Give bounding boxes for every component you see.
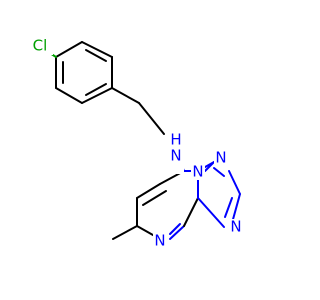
amine-nitrogen-label: N: [170, 147, 181, 165]
ring-bond: [55, 41, 83, 58]
triazole-double-bond: [213, 167, 225, 177]
aromatic-bond: [85, 83, 107, 96]
amine-hydrogen-label: H: [170, 131, 181, 149]
triazole-n-top-mask: [214, 150, 228, 166]
double-bond: [169, 223, 181, 235]
pyrimidine-bond: [136, 183, 161, 199]
structure-diagram: Cl N H N N N N: [29, 36, 243, 250]
triazole-right-nitrogen-label: N: [230, 218, 241, 236]
ethyl-bond: [111, 87, 140, 104]
ring-bond: [55, 87, 83, 104]
molecule-canvas: Cl N H N N N N: [29, 36, 243, 250]
double-bond: [142, 190, 167, 206]
aromatic-bond: [85, 49, 107, 62]
chlorine-label: Cl: [33, 37, 48, 55]
chlorine-mask: [29, 37, 53, 55]
ethyl-bond: [138, 102, 165, 135]
triazole-double-bond: [224, 197, 233, 218]
pyrimidine-n-mask: [153, 233, 167, 249]
pyrimidine-nitrogen-label: N: [154, 232, 165, 250]
ring-bond: [81, 87, 113, 104]
triazole-bond: [204, 161, 215, 172]
pyrimidine-bond: [169, 225, 185, 240]
triazole-bond: [231, 193, 241, 224]
ring-bond: [81, 41, 113, 58]
triazole-bond: [228, 170, 241, 195]
triazole-n-right-mask: [229, 219, 243, 235]
pyrimidine-bond: [183, 197, 199, 227]
triazole-bond: [197, 197, 225, 228]
bridge-n-mask: [191, 164, 205, 180]
methyl-bond: [112, 225, 138, 240]
amine-mask: [166, 142, 184, 174]
bridge-nitrogen-label: N: [192, 163, 203, 181]
triazole-top-nitrogen-label: N: [215, 149, 226, 167]
